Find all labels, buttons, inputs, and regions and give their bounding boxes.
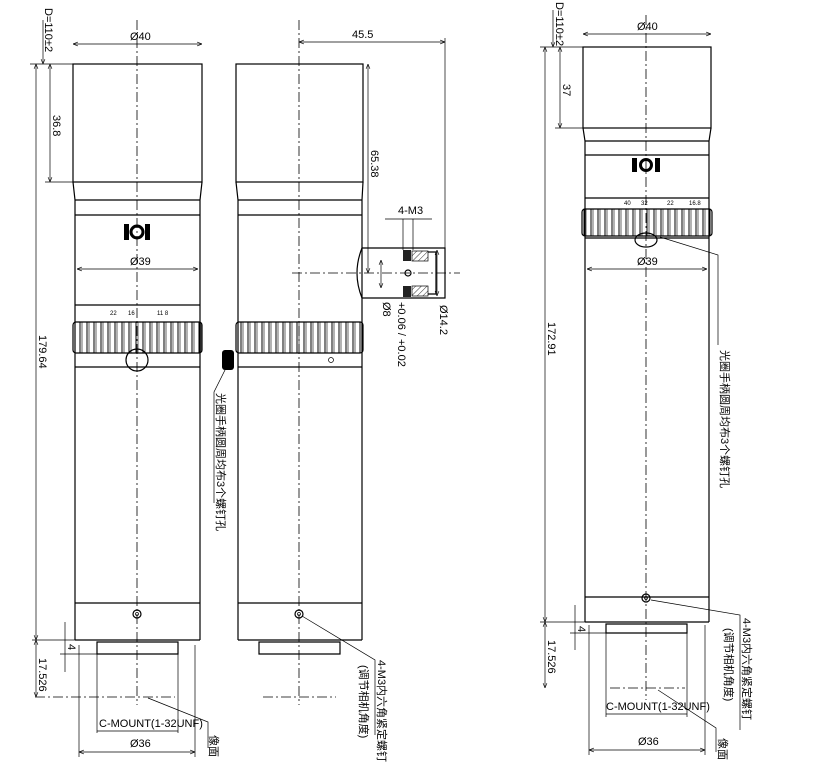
scale-label: 22	[667, 201, 674, 207]
aperture-ring	[235, 321, 364, 354]
alt-view: 40 32 22 16.8 光圈手柄圆周均布3个螺钉孔 4-M3内六角紧定螺钉 …	[540, 2, 754, 760]
aperture-ring	[72, 321, 203, 354]
dim-offset: 45.5	[352, 29, 373, 41]
dim-4: 4	[65, 644, 77, 650]
dim-total-length: 172.91	[545, 322, 557, 356]
scale-label: 16.8	[689, 201, 701, 207]
front-view: 22 16 11 8 Ø40 Ø39 D=110±2 179.64 36.8 1…	[30, 8, 220, 757]
lens-body	[72, 181, 203, 641]
dim-port-tolerance: +0.06 / +0.02	[395, 302, 407, 367]
dim-dia-top: Ø40	[130, 31, 151, 43]
scale-label: 32	[641, 201, 648, 207]
dim-top-length: 37	[560, 84, 572, 96]
aperture-ring	[581, 208, 713, 237]
logo	[632, 158, 660, 172]
dim-dia-top: Ø40	[637, 21, 658, 33]
dim-dia-mount: Ø36	[638, 736, 659, 748]
scale-label: 40	[624, 201, 631, 207]
dim-total-length: 179.64	[36, 335, 48, 369]
side-port	[356, 247, 446, 299]
aperture-knob	[222, 350, 234, 370]
dim-port-dia-inner: Ø8	[380, 302, 392, 317]
dim-dia-mid: Ø39	[637, 256, 658, 268]
set-screw-subnote: (调节相机角度)	[357, 665, 371, 738]
mount-label: C-MOUNT(1-32UNF)	[99, 718, 203, 730]
set-screw-note: 4-M3内六角紧定螺钉	[375, 660, 389, 762]
dim-d: D=110±2	[553, 2, 565, 46]
dim-top-length: 36.8	[50, 115, 62, 136]
aperture-knob	[125, 348, 149, 372]
side-view: 45.5 65.38 4-M3 Ø8 +0.06 / +0.02 Ø14.2 光…	[213, 20, 460, 762]
aperture-note: 光圈手柄圆周均布3个螺钉孔	[214, 393, 228, 531]
dim-dia-mount: Ø36	[130, 738, 151, 750]
image-plane-label: 像面	[207, 735, 220, 757]
set-screw-hole	[132, 609, 142, 619]
mount-label: C-MOUNT(1-32UNF)	[606, 701, 710, 713]
c-mount	[96, 641, 179, 655]
hood-tube	[72, 63, 203, 183]
dim-port-height: 65.38	[368, 150, 380, 178]
aperture-note: 光圈手柄圆周均布3个螺钉孔	[718, 350, 732, 488]
scale-label: 22	[110, 311, 117, 317]
dim-d: D=110±2	[42, 8, 54, 52]
port-thread-label: 4-M3	[398, 205, 423, 217]
image-plane-label: 像面	[716, 738, 729, 760]
scale-label: 16	[128, 311, 135, 317]
scale-label: 11 8	[157, 311, 169, 317]
logo	[124, 224, 150, 240]
set-screw-subnote: (调节相机角度)	[722, 628, 736, 701]
dim-dia-mid: Ø39	[130, 256, 151, 268]
dim-port-dia-outer: Ø14.2	[437, 305, 449, 335]
dim-flange: 17.526	[545, 640, 557, 674]
set-screw-note: 4-M3内六角紧定螺钉	[740, 618, 754, 720]
dim-flange: 17.526	[36, 658, 48, 692]
dim-4: 4	[575, 626, 587, 632]
